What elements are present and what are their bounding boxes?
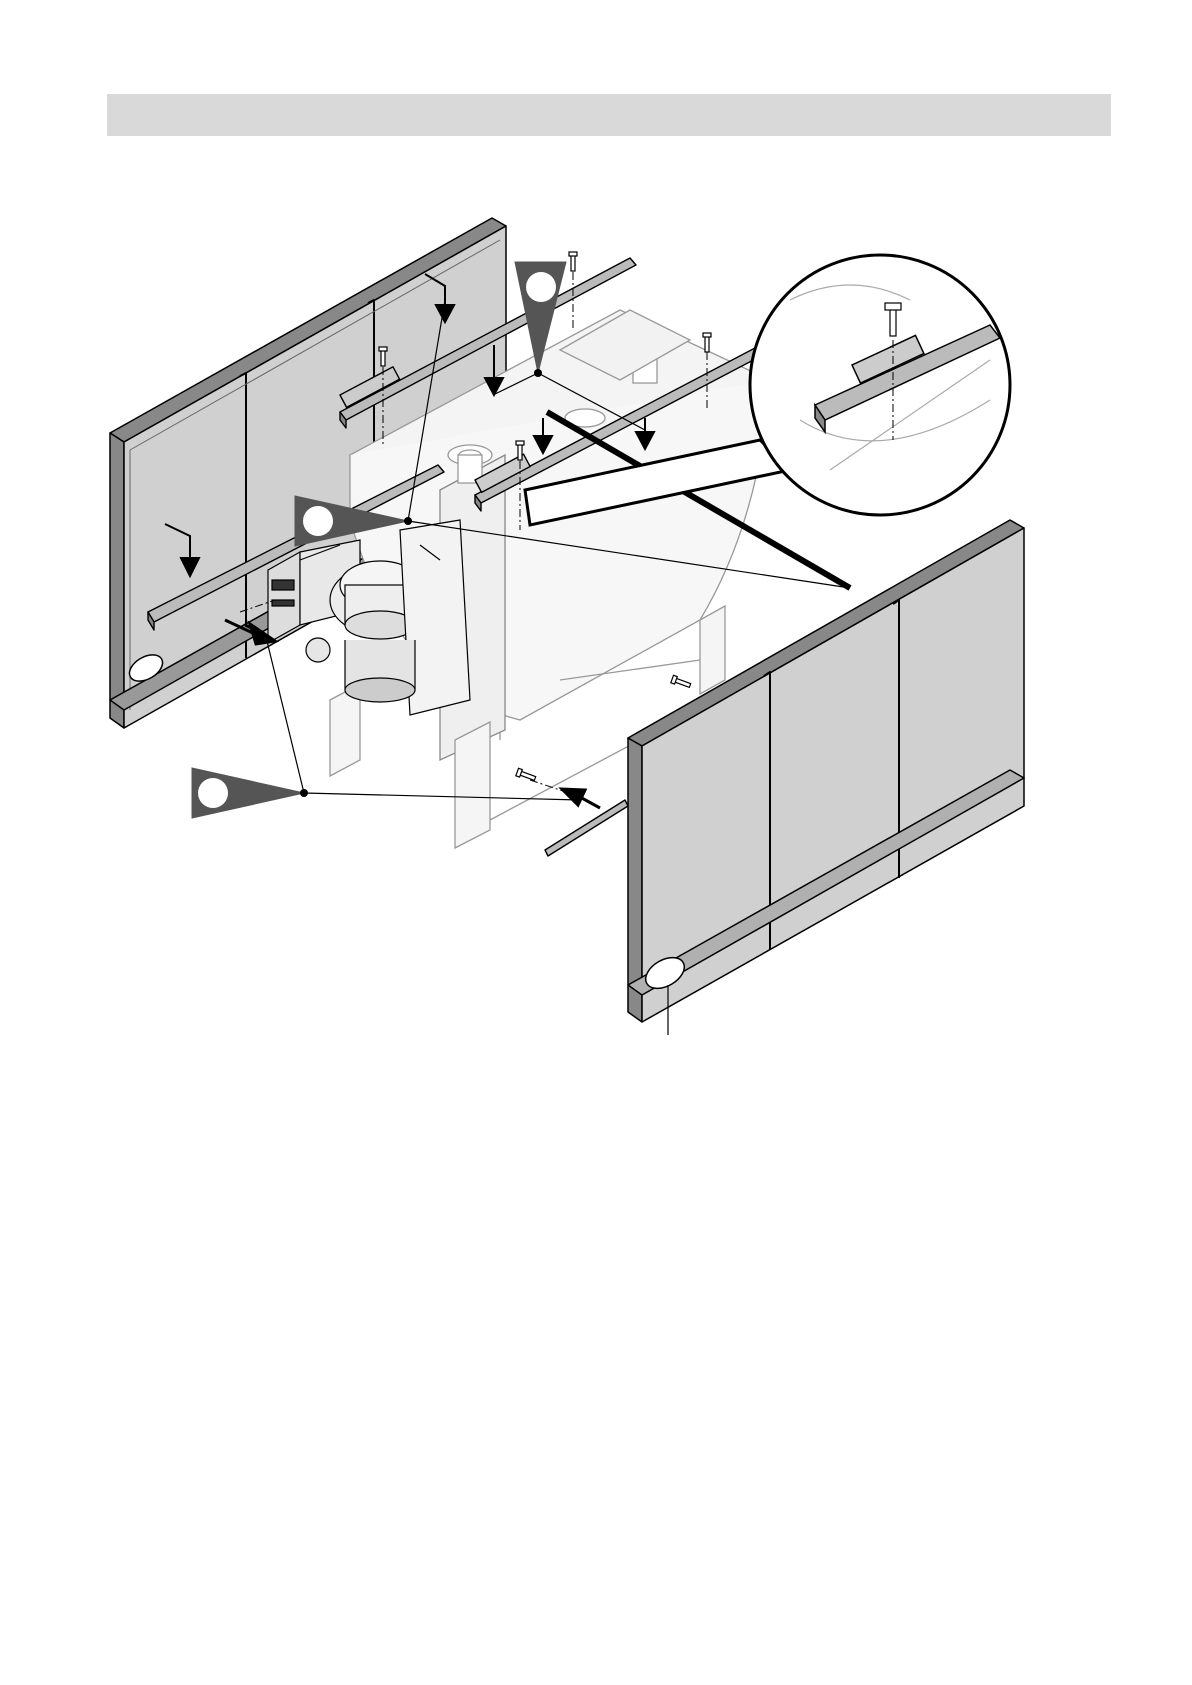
callout-bottom	[192, 768, 308, 818]
